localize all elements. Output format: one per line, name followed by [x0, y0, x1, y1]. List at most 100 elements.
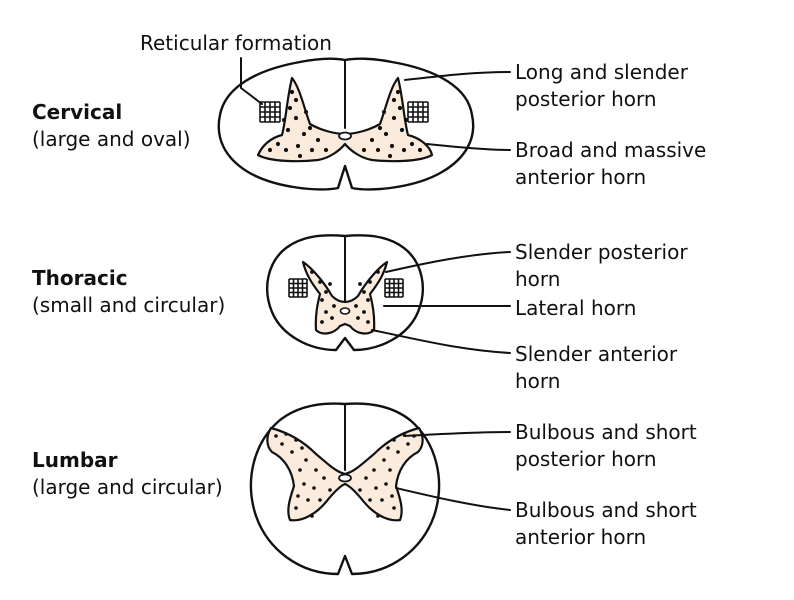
- neuron-dot: [366, 320, 370, 324]
- cervical-reticular-formation-right: [407, 101, 429, 123]
- cervical-reticular-formation-left: [259, 101, 281, 123]
- neuron-dot: [362, 310, 366, 314]
- neuron-dot: [368, 498, 372, 502]
- neuron-dot: [324, 310, 328, 314]
- neuron-dot: [301, 131, 307, 137]
- neuron-dot: [318, 498, 322, 502]
- thoracic-anterior-horn-label: Slender anterior horn: [515, 342, 684, 393]
- neuron-dot: [324, 290, 328, 294]
- neuron-dot: [392, 438, 396, 442]
- neuron-dot: [384, 482, 388, 486]
- thoracic-title: Thoracic: [32, 266, 128, 290]
- leader-thoracic-posterior: [385, 251, 511, 273]
- neuron-dot: [285, 127, 291, 133]
- neuron-dot: [275, 141, 281, 147]
- leader-reticular-formation: [240, 57, 263, 105]
- leader-lines: [240, 57, 511, 511]
- thoracic-reticular-formation-left: [288, 278, 308, 298]
- neuron-dot: [294, 438, 298, 442]
- neuron-dot: [293, 97, 299, 103]
- lumbar-description: (large and circular): [32, 475, 223, 499]
- neuron-dot: [302, 482, 306, 486]
- neuron-dot: [297, 153, 303, 159]
- neuron-dot: [328, 488, 332, 492]
- neuron-dot: [284, 432, 288, 436]
- neuron-dot: [332, 304, 336, 308]
- neuron-dot: [376, 270, 380, 274]
- leader-cervical-anterior: [425, 143, 511, 151]
- neuron-dot: [309, 147, 315, 153]
- leader-cervical-posterior: [404, 71, 511, 81]
- neuron-dot: [320, 320, 324, 324]
- thoracic-posterior-horn-label: Slender posterior horn: [515, 240, 694, 291]
- cervical-section: [217, 57, 475, 191]
- lumbar-neuron-dots: [274, 432, 416, 518]
- neuron-dot: [314, 468, 318, 472]
- neuron-dot: [362, 290, 366, 294]
- neuron-dot: [310, 514, 314, 518]
- neuron-dot: [330, 316, 334, 320]
- neuron-dot: [294, 506, 298, 510]
- neuron-dot: [409, 141, 415, 147]
- neuron-dot: [382, 458, 386, 462]
- neuron-dot: [399, 127, 405, 133]
- neuron-dot: [401, 147, 407, 153]
- neuron-dot: [397, 105, 403, 111]
- neuron-dot: [390, 494, 394, 498]
- neuron-dot: [289, 89, 295, 95]
- neuron-dot: [377, 125, 383, 131]
- neuron-dot: [361, 147, 367, 153]
- thoracic-section: [265, 234, 425, 352]
- thoracic-reticular-formation-right: [384, 278, 404, 298]
- thoracic-lateral-horn-label: Lateral horn: [515, 296, 636, 320]
- neuron-dot: [389, 143, 395, 149]
- neuron-dot: [369, 137, 375, 143]
- lumbar-central-canal: [338, 473, 352, 483]
- neuron-dot: [388, 468, 392, 472]
- neuron-dot: [323, 147, 329, 153]
- neuron-dot: [368, 280, 372, 284]
- neuron-dot: [386, 446, 390, 450]
- neuron-dot: [304, 458, 308, 462]
- neuron-dot: [280, 442, 284, 446]
- neuron-dot: [387, 153, 393, 159]
- lumbar-posterior-horn-label: Bulbous and short posterior horn: [515, 420, 703, 471]
- neuron-dot: [395, 89, 401, 95]
- leader-thoracic-anterior: [371, 329, 511, 354]
- cervical-description: (large and oval): [32, 127, 191, 151]
- neuron-dot: [310, 270, 314, 274]
- cervical-posterior-horn-label: Long and slender posterior horn: [515, 60, 694, 111]
- neuron-dot: [328, 282, 332, 286]
- neuron-dot: [283, 147, 289, 153]
- neuron-dot: [274, 434, 278, 438]
- neuron-dot: [392, 506, 396, 510]
- neuron-dot: [290, 450, 294, 454]
- neuron-dot: [381, 109, 387, 115]
- cervical-title: Cervical: [32, 100, 122, 124]
- neuron-dot: [375, 147, 381, 153]
- neuron-dot: [296, 494, 300, 498]
- neuron-dot: [391, 97, 397, 103]
- neuron-dot: [358, 282, 362, 286]
- neuron-dot: [376, 514, 380, 518]
- leader-lumbar-posterior: [403, 431, 511, 437]
- neuron-dot: [312, 486, 316, 490]
- neuron-dot: [303, 109, 309, 115]
- thoracic-central-canal: [339, 307, 351, 315]
- neuron-dot: [318, 280, 322, 284]
- neuron-dot: [364, 476, 368, 480]
- cervical-central-canal: [338, 131, 352, 141]
- thoracic-description: (small and circular): [32, 293, 225, 317]
- neuron-dot: [322, 476, 326, 480]
- lumbar-anterior-horn-label: Bulbous and short anterior horn: [515, 498, 703, 549]
- cervical-neuron-dots: [267, 89, 423, 159]
- lumbar-section: [249, 402, 441, 576]
- neuron-dot: [295, 143, 301, 149]
- thoracic-neuron-dots: [310, 270, 380, 324]
- neuron-dot: [287, 105, 293, 111]
- neuron-dot: [402, 432, 406, 436]
- neuron-dot: [307, 125, 313, 131]
- neuron-dot: [267, 147, 273, 153]
- neuron-dot: [320, 298, 324, 302]
